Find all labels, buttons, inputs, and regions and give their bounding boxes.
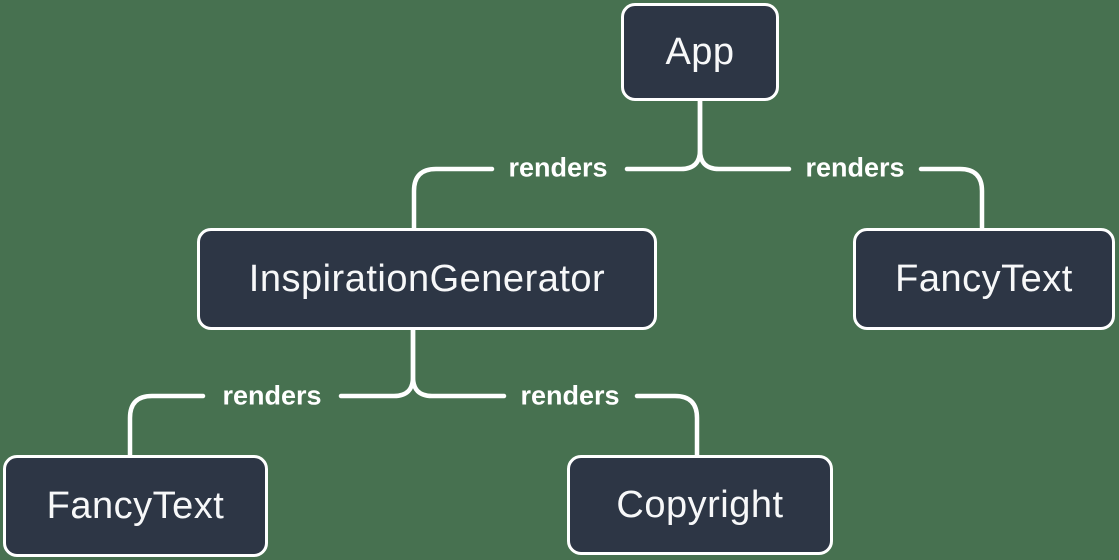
tree-node-fancy-text-right-label: FancyText: [895, 257, 1073, 300]
tree-node-copyright: Copyright: [567, 455, 833, 555]
tree-node-fancy-text-left-label: FancyText: [46, 484, 225, 527]
edge-inspirationgenerator-fancytext-tail: [127, 393, 206, 458]
tree-node-fancy-text-left: FancyText: [3, 455, 268, 557]
edge-app-fancytext-tail: [918, 166, 985, 231]
tree-node-app-label: App: [665, 30, 735, 73]
edge-label-renders-app-fancytext: renders: [805, 152, 905, 183]
edge-inspirationgenerator-copyright-tail: [634, 393, 700, 458]
edge-app-inspirationgenerator-stem: [624, 98, 703, 172]
tree-node-app: App: [621, 3, 779, 101]
edge-app-fancytext-stem: [697, 98, 792, 172]
edge-inspirationgenerator-copyright-stem: [410, 327, 507, 399]
tree-node-copyright-label: Copyright: [616, 483, 784, 526]
tree-node-inspiration-generator: InspirationGenerator: [197, 228, 657, 330]
edge-label-renders-inspirationgenerator-fancytext: renders: [222, 380, 322, 411]
edge-label-renders-inspirationgenerator-copyright: renders: [520, 380, 620, 411]
edge-app-inspirationgenerator-tail: [411, 166, 495, 231]
edge-inspirationgenerator-fancytext-stem: [338, 327, 416, 399]
tree-node-fancy-text-right: FancyText: [853, 228, 1115, 330]
edge-label-renders-app-inspirationgenerator: renders: [508, 152, 608, 183]
tree-node-inspiration-generator-label: InspirationGenerator: [248, 257, 606, 300]
